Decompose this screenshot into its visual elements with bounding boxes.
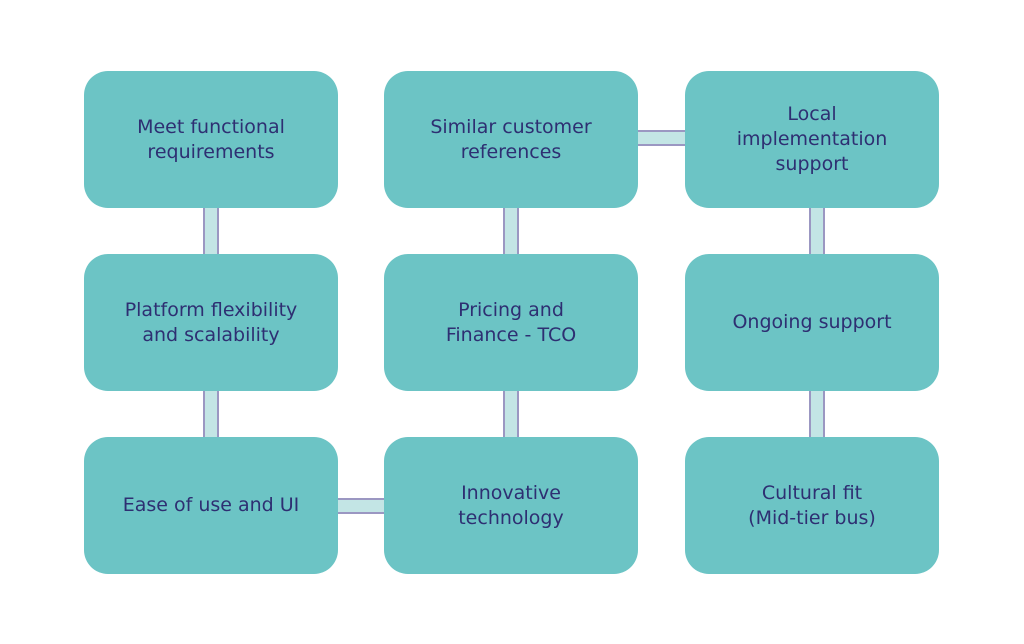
box-label: Pricing and Finance - TCO [445, 298, 577, 346]
box-label: Local implementation support [736, 103, 888, 175]
box-label: Platform flexibility and scalability [124, 298, 298, 346]
connector-platform-flexibility-to-ease-of-use [203, 390, 219, 438]
box-label: Meet functional requirements [137, 115, 285, 163]
box-cultural-fit: Cultural fit (Mid-tier bus) [685, 437, 939, 574]
box-pricing-finance-tco: Pricing and Finance - TCO [384, 254, 638, 391]
connector-local-implementation-to-ongoing-support [809, 207, 825, 255]
connector-ongoing-support-to-cultural-fit [809, 390, 825, 438]
box-label: Cultural fit (Mid-tier bus) [748, 481, 876, 529]
connector-meet-functional-to-platform-flexibility [203, 207, 219, 255]
box-label: Ongoing support [732, 311, 892, 333]
connector-pricing-finance-to-similar-customer [503, 207, 519, 255]
box-platform-flexibility-scalability: Platform flexibility and scalability [84, 254, 338, 391]
box-innovative-technology: Innovative technology [384, 437, 638, 574]
connector-ease-of-use-to-innovative-technology [337, 498, 385, 514]
connector-innovative-technology-to-pricing-finance [503, 390, 519, 438]
connector-similar-customer-to-local-implementation [637, 130, 685, 146]
box-meet-functional-requirements: Meet functional requirements [84, 71, 338, 208]
box-ongoing-support: Ongoing support [685, 254, 939, 391]
box-local-implementation-support: Local implementation support [685, 71, 939, 208]
box-label: Ease of use and UI [122, 494, 300, 516]
box-label: Similar customer references [430, 115, 592, 163]
box-label: Innovative technology [458, 481, 564, 529]
box-similar-customer-references: Similar customer references [384, 71, 638, 208]
box-ease-of-use-ui: Ease of use and UI [84, 437, 338, 574]
